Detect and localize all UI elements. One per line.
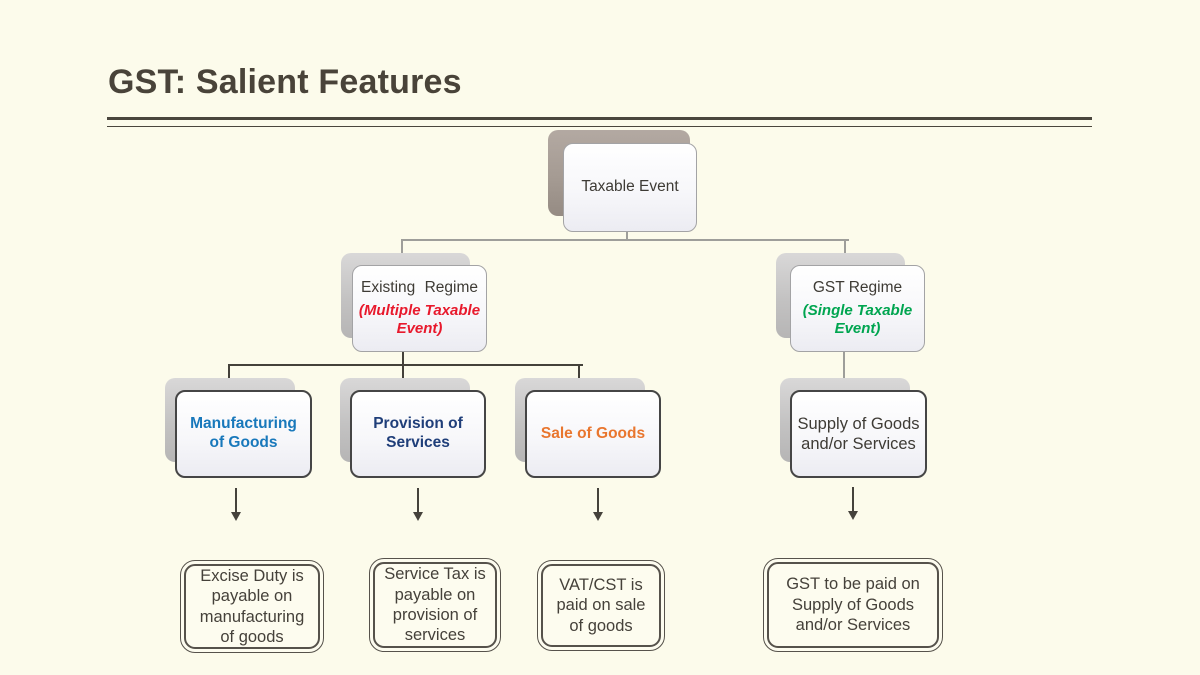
connector-root-stub [626, 231, 628, 241]
outcome-excise-text: Excise Duty is payable on manufacturing … [184, 564, 320, 649]
node-existing-regime-sublabel: (Multiple Taxable Event) [358, 302, 481, 337]
arrow-down-icon-manufacturing [231, 488, 240, 521]
node-gst-regime-sublabel: (Single Taxable Event) [802, 302, 913, 337]
node-manufacturing-label: Manufacturing of Goods [190, 415, 297, 451]
outcome-service-tax-box: Service Tax is payable on provision of s… [369, 558, 501, 652]
node-taxable-event-card: Taxable Event [563, 143, 697, 232]
outcome-vat-text: VAT/CST is paid on sale of goods [541, 564, 661, 647]
connector-to-supply [843, 350, 845, 392]
outcome-vat-box: VAT/CST is paid on sale of goods [537, 560, 665, 651]
connector-root-horizontal [401, 239, 849, 241]
node-existing-regime-label: Existing Regime [361, 279, 478, 297]
arrow-down-icon-supply [848, 487, 857, 520]
arrow-down-icon-sale [593, 488, 602, 521]
outcome-gst-box: GST to be paid on Supply of Goods and/or… [763, 558, 943, 652]
outcome-excise-box: Excise Duty is payable on manufacturing … [180, 560, 324, 653]
slide-title: GST: Salient Features [108, 63, 462, 101]
node-supply-card: Supply of Goods and/or Services [790, 390, 927, 478]
node-gst-regime-label: GST Regime [812, 279, 903, 297]
node-taxable-event-label: Taxable Event [581, 178, 679, 196]
node-existing-regime-card: Existing Regime (Multiple Taxable Event) [352, 265, 487, 352]
connector-existing-stub [402, 350, 404, 366]
node-provision-card: Provision of Services [350, 390, 486, 478]
node-sale-label: Sale of Goods [540, 424, 646, 442]
node-provision-label: Provision of Services [373, 415, 463, 451]
node-sale-card: Sale of Goods [525, 390, 661, 478]
node-gst-regime-card: GST Regime (Single Taxable Event) [790, 265, 925, 352]
outcome-gst-text: GST to be paid on Supply of Goods and/or… [767, 562, 939, 648]
outcome-service-tax-text: Service Tax is payable on provision of s… [373, 562, 497, 648]
arrow-down-icon-provision [413, 488, 422, 521]
title-rule-thin [107, 126, 1092, 127]
node-supply-label: Supply of Goods and/or Services [797, 414, 920, 453]
node-manufacturing-card: Manufacturing of Goods [175, 390, 312, 478]
title-rule-thick [107, 117, 1092, 120]
connector-existing-horizontal [228, 364, 583, 366]
